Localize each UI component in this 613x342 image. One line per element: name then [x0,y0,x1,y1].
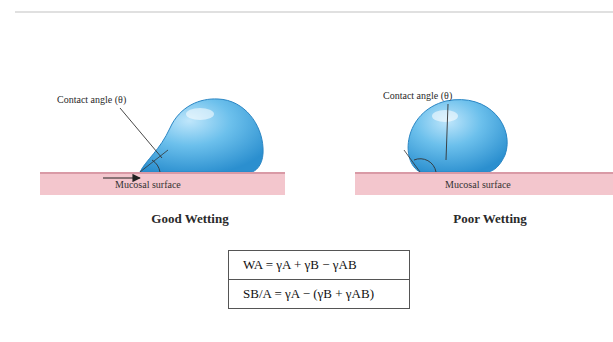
mucosal-surface-band: Mucosal surface [355,172,613,195]
surface-label: Mucosal surface [115,179,181,190]
drop-highlight [186,108,214,120]
angle-arc [414,159,436,172]
surface-label: Mucosal surface [445,179,511,190]
top-rule [15,11,613,13]
spreading-arrow [103,177,140,178]
callout-label: Contact angle (θ) [383,90,452,101]
equation-text: SB/A = γA − (γB + γAB) [229,279,409,308]
panel-caption: Good Wetting [151,211,228,227]
tangent-line [404,150,420,172]
leader-line [120,108,162,158]
water-drop [140,99,263,172]
drop-highlight [432,110,458,122]
leader-line [446,104,448,160]
tangent-line [140,150,168,172]
callout-label: Contact angle (θ) [57,94,126,105]
mucosal-surface-band: Mucosal surface [40,172,285,195]
panel-caption: Poor Wetting [453,211,527,227]
equation-text: WA = γA + γB − γAB [229,251,409,279]
equation-box: WA = γA + γB − γABSB/A = γA − (γB + γAB) [228,250,410,309]
water-drop [408,100,507,172]
